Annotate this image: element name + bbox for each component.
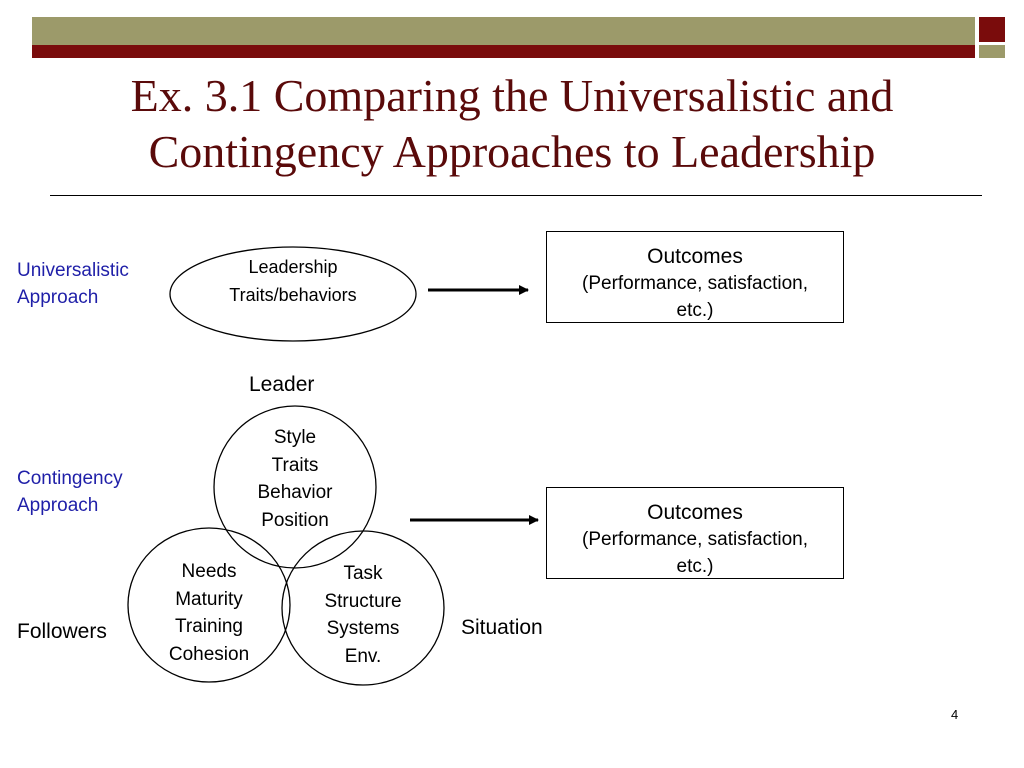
header-band-maroon [32,45,975,58]
outcomes-detail-line2: etc.) [676,300,714,321]
page-number: 4 [951,707,959,722]
universalistic-outcomes-box: Outcomes (Performance, satisfaction, etc… [546,231,844,323]
outcomes-title: Outcomes [647,245,743,268]
followers-label: Followers [17,620,107,643]
slide-title-line2: Contingency Approaches to Leadership [148,126,876,177]
leader-label: Leader [249,373,315,396]
leader-circle-text: Style Traits Behavior Position [257,427,333,531]
corner-square-olive [979,45,1005,58]
outcomes-title: Outcomes [647,501,743,524]
header-band-olive [32,17,975,45]
situation-label: Situation [461,616,543,639]
followers-circle-text: Needs Maturity Training Cohesion [168,561,250,665]
title-divider [50,195,982,196]
slide-title: Ex. 3.1 Comparing the Universalistic and… [40,68,984,180]
situation-circle [281,530,445,686]
outcomes-detail-line1: (Performance, satisfaction, [582,529,808,550]
universalistic-approach-label: Universalistic Approach [17,260,129,308]
followers-circle [127,527,291,683]
contingency-outcomes-box: Outcomes (Performance, satisfaction, etc… [546,487,844,579]
contingency-approach-label: Contingency Approach [17,468,123,516]
situation-circle-text: Task Structure Systems Env. [324,563,402,667]
outcomes-detail-line2: etc.) [676,556,714,577]
slide-title-line1: Ex. 3.1 Comparing the Universalistic and [130,70,894,121]
corner-square-maroon [979,17,1005,42]
leadership-ellipse-text: Leadership Traits/behaviors [229,257,357,305]
leader-circle [213,405,377,569]
outcomes-detail-line1: (Performance, satisfaction, [582,273,808,294]
leadership-ellipse [169,246,417,342]
